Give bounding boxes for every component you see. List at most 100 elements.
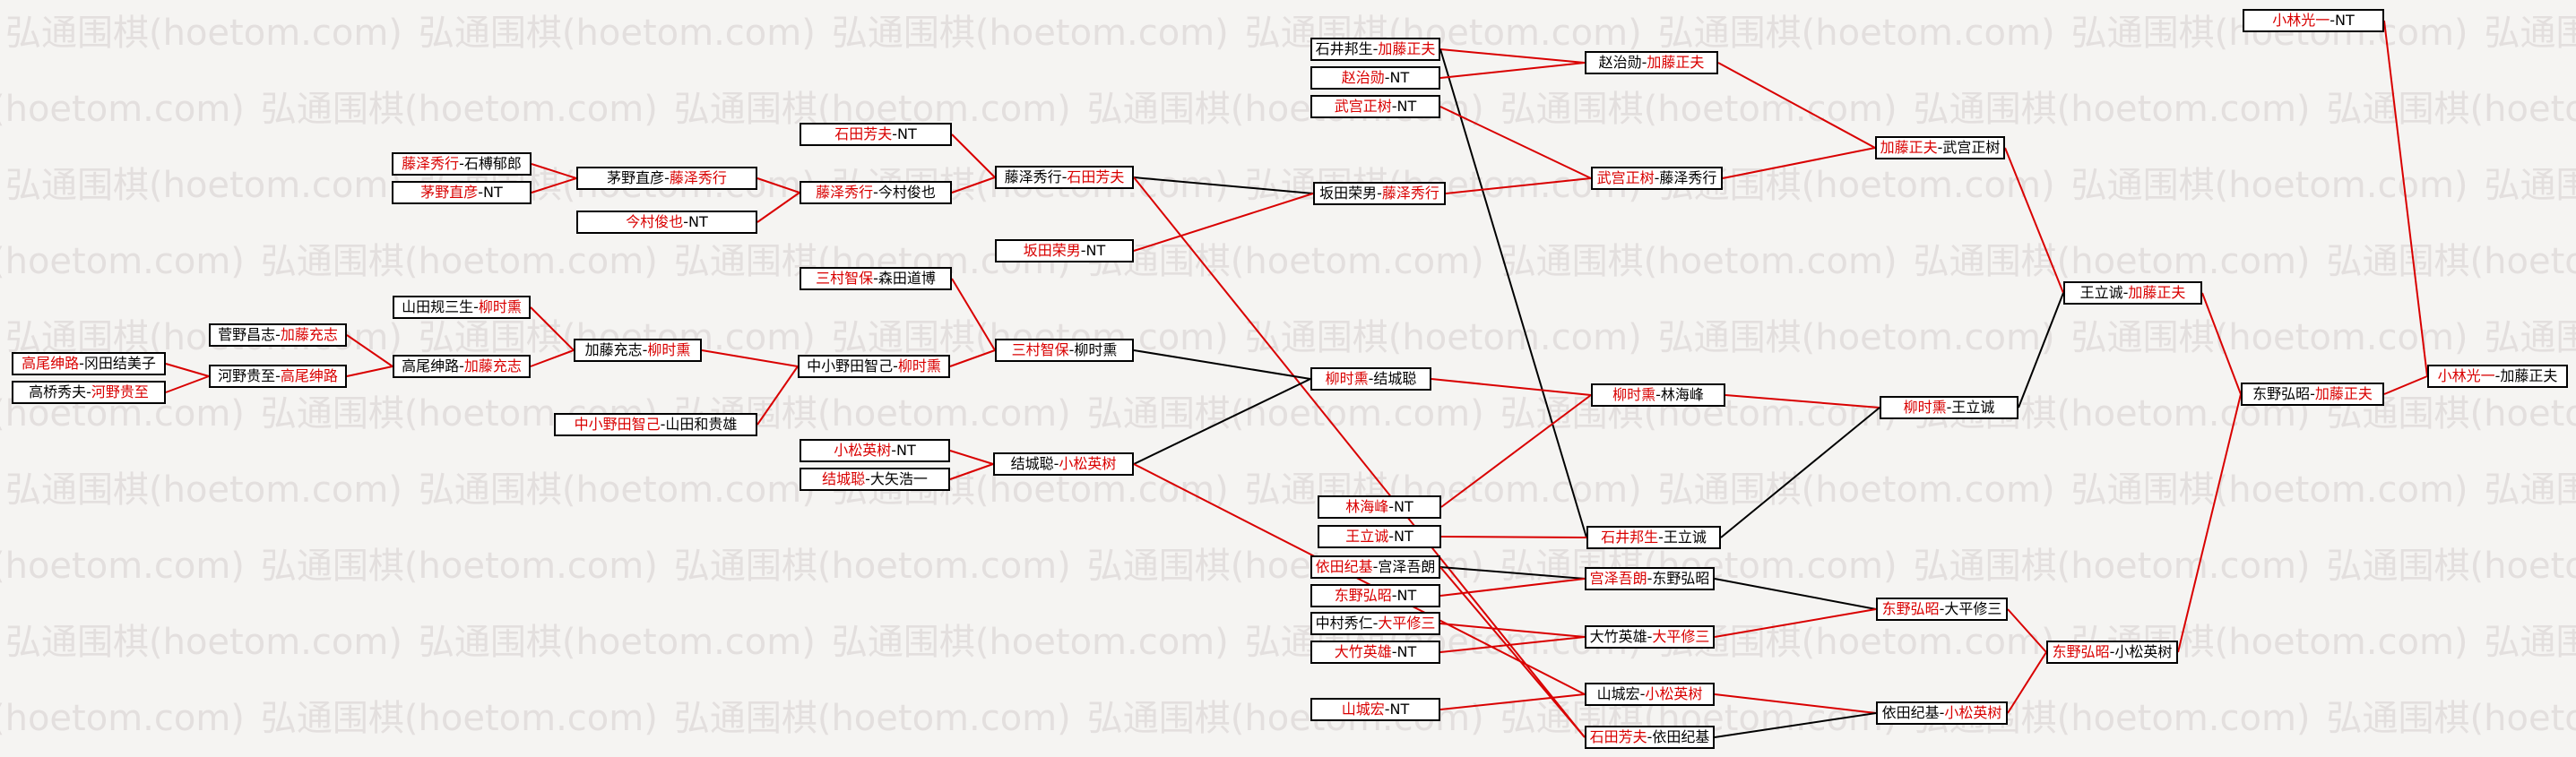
match-box-E5[interactable]: 小松英树-NT: [800, 439, 950, 462]
match-box-H7[interactable]: 山城宏-小松英树: [1585, 683, 1715, 706]
bracket-line-E3-F3: [951, 278, 996, 351]
player-name: 柳时熏: [1903, 399, 1947, 416]
bracket-line-D1-E2: [756, 177, 800, 194]
match-box-I1[interactable]: 加藤正夫-武宫正树: [1875, 136, 2005, 159]
watermark-text: 弘通围棋(hoetom.com): [2484, 622, 2576, 663]
match-box-H6[interactable]: 大竹英雄-大平修三: [1585, 625, 1715, 649]
match-box-F1[interactable]: 藤泽秀行-石田芳夫: [995, 166, 1134, 189]
player-name: 柳时熏: [1074, 341, 1118, 358]
vs-separator: -: [1384, 701, 1390, 718]
player-name: 藤泽秀行: [669, 169, 727, 186]
match-box-J2[interactable]: 东野弘昭-小松英树: [2046, 641, 2178, 664]
bracket-line-H8-I4: [1714, 712, 1877, 738]
match-box-E2[interactable]: 藤泽秀行-今村俊也: [800, 181, 952, 204]
player-name: 赵治勋: [1598, 54, 1642, 71]
match-box-G6[interactable]: 林海峰-NT: [1318, 495, 1441, 519]
match-box-F2[interactable]: 坂田荣男-NT: [995, 239, 1134, 262]
match-box-H4[interactable]: 石井邦生-王立诚: [1586, 526, 1721, 549]
match-box-G7[interactable]: 王立诚-NT: [1318, 525, 1441, 548]
match-box-G3[interactable]: 武宫正树-NT: [1310, 95, 1440, 118]
bracket-line-F4-H7: [1133, 463, 1586, 695]
player-name: 藤泽秀行: [1659, 169, 1717, 186]
bracket-line-G11-H6: [1439, 636, 1586, 653]
match-box-E4[interactable]: 中小野田智己-柳时熏: [798, 355, 950, 378]
match-box-H5[interactable]: 宫泽吾朗-东野弘昭: [1585, 567, 1715, 590]
player-name: 王立诚: [1345, 528, 1389, 545]
match-box-C1[interactable]: 藤泽秀行-石榑郁郎: [392, 152, 532, 176]
match-box-K1[interactable]: 小林光一-NT: [2243, 9, 2384, 32]
watermark-text: 弘通围棋(hoetom.com): [1244, 317, 1642, 358]
player-name: NT: [2335, 12, 2355, 29]
match-box-F3[interactable]: 三村智保-柳时熏: [995, 339, 1134, 362]
vs-separator: -: [86, 383, 91, 400]
match-box-H3[interactable]: 柳时熏-林海峰: [1591, 383, 1725, 407]
match-box-H8[interactable]: 石田芳夫-依田纪基: [1585, 726, 1715, 749]
player-name: 王立诚: [1663, 529, 1707, 546]
vs-separator: -: [873, 184, 878, 201]
match-box-C3[interactable]: 山田规三生-柳时熏: [393, 296, 531, 319]
match-box-D3[interactable]: 加藤充志-柳时熏: [574, 339, 702, 362]
match-box-G11[interactable]: 大竹英雄-NT: [1310, 641, 1440, 664]
vs-separator: -: [459, 357, 464, 374]
player-name: 坂田荣男: [1023, 242, 1081, 259]
match-box-B1[interactable]: 菅野昌志-加藤充志: [209, 323, 347, 347]
watermark-text: 弘通围棋(hoetom.com): [260, 546, 658, 587]
match-box-D4[interactable]: 中小野田智己-山田和贵雄: [554, 413, 757, 436]
match-box-G1[interactable]: 石井邦生-加藤正夫: [1310, 38, 1440, 61]
vs-separator: -: [1388, 528, 1395, 545]
player-name: 石井邦生: [1315, 40, 1373, 57]
player-name: NT: [1085, 242, 1106, 259]
match-box-H2[interactable]: 武宫正树-藤泽秀行: [1591, 167, 1723, 190]
player-name: 高尾绅路: [22, 355, 80, 372]
match-box-G9[interactable]: 东野弘昭-NT: [1310, 584, 1440, 607]
vs-separator: -: [891, 442, 897, 459]
bracket-line-B2-C4: [346, 366, 393, 377]
player-name: 藤泽秀行: [1381, 185, 1439, 202]
match-box-A2[interactable]: 高桥秀夫-河野贵至: [12, 381, 166, 404]
match-box-E1[interactable]: 石田芳夫-NT: [800, 123, 952, 146]
watermark-text: 弘通围棋(hoetom.com): [260, 241, 658, 282]
match-box-L1[interactable]: 小林光一-加藤正夫: [2427, 365, 2568, 388]
match-box-C4[interactable]: 高尾绅路-加藤充志: [393, 355, 531, 378]
player-name: 柳时熏: [647, 341, 691, 358]
match-box-G5[interactable]: 柳时熏-结城聪: [1310, 367, 1431, 391]
watermark-text: 弘通围棋(hoetom.com): [2484, 469, 2576, 511]
match-box-D1[interactable]: 茅野直彦-藤泽秀行: [576, 167, 757, 190]
bracket-line-E5-F4: [949, 450, 994, 465]
vs-separator: -: [1368, 370, 1374, 387]
vs-separator: -: [1053, 455, 1059, 472]
match-box-E6[interactable]: 结城聪-大矢浩一: [800, 468, 950, 491]
match-box-I2[interactable]: 柳时熏-王立诚: [1880, 396, 2018, 419]
bracket-line-G1-H1: [1439, 48, 1586, 64]
watermark-text: 弘通围棋(hoetom.com): [1913, 546, 2311, 587]
match-box-H1[interactable]: 赵治勋-加藤正夫: [1585, 51, 1718, 74]
match-box-J1[interactable]: 王立诚-加藤正夫: [2063, 281, 2202, 305]
player-name: 小松英树: [1944, 704, 2002, 721]
match-box-G8[interactable]: 依田纪基-宫泽吾朗: [1310, 555, 1440, 579]
match-box-G12[interactable]: 山城宏-NT: [1310, 698, 1440, 721]
vs-separator: -: [2494, 367, 2501, 384]
bracket-line-F1-H8: [1133, 176, 1586, 738]
bracket-line-D2-E2: [756, 192, 800, 223]
match-box-C2[interactable]: 茅野直彦-NT: [392, 181, 532, 204]
vs-separator: -: [1372, 40, 1379, 57]
match-box-I4[interactable]: 依田纪基-小松英树: [1876, 701, 2008, 725]
vs-separator: -: [1391, 587, 1397, 604]
match-box-F4[interactable]: 结城聪-小松英树: [993, 452, 1134, 476]
player-name: 赵治勋: [1341, 69, 1385, 86]
match-box-K2[interactable]: 东野弘昭-加藤正夫: [2241, 383, 2384, 406]
match-box-G2[interactable]: 赵治勋-NT: [1310, 66, 1440, 90]
match-box-E3[interactable]: 三村智保-森田道博: [800, 267, 952, 290]
match-box-A1[interactable]: 高尾绅路-冈田结美子: [12, 352, 166, 375]
bracket-line-E1-F1: [951, 133, 996, 178]
match-box-I3[interactable]: 东野弘昭-大平修三: [1876, 598, 2008, 621]
match-box-D2[interactable]: 今村俊也-NT: [576, 211, 757, 234]
bracket-line-F4-G5: [1133, 378, 1311, 465]
match-box-G4[interactable]: 坂田荣男-藤泽秀行: [1313, 182, 1446, 205]
vs-separator: -: [1655, 386, 1661, 403]
match-box-B2[interactable]: 河野贵至-高尾绅路: [209, 365, 347, 388]
match-box-G10[interactable]: 中村秀仁-大平修三: [1310, 612, 1440, 635]
watermark-text: 弘通围棋(hoetom.com): [0, 89, 245, 130]
player-name: 茅野直彦: [607, 169, 665, 186]
vs-separator: -: [1068, 341, 1075, 358]
